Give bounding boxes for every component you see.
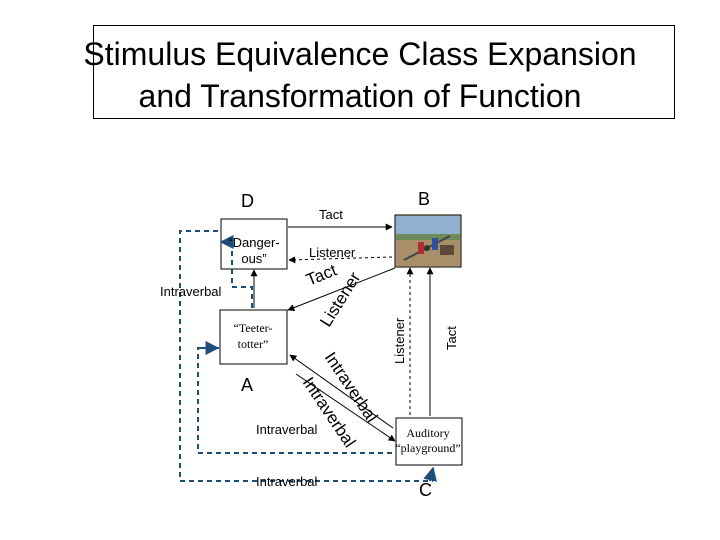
relation-lines	[250, 223, 434, 442]
node-d-text-1: “Danger-	[228, 235, 279, 250]
title-line-1: Stimulus Equivalence Class Expansion	[83, 36, 637, 72]
node-c-text-2: “playground”	[395, 441, 460, 455]
node-d-text-2: ous”	[241, 251, 266, 266]
node-c-label: C	[419, 480, 432, 500]
title-line-2: and Transformation of Function	[138, 78, 582, 114]
node-c-box	[395, 417, 463, 466]
dashed-arrow-c	[423, 466, 437, 482]
edge-listener-vertical: Listener	[392, 317, 407, 364]
node-a-label: A	[241, 375, 253, 395]
edge-listener-top: Listener	[309, 245, 356, 260]
node-a-box	[219, 309, 288, 365]
edge-tact-top: Tact	[319, 207, 343, 222]
playground-photo-icon	[394, 214, 462, 268]
node-b-label: B	[418, 189, 430, 209]
title-box	[93, 25, 675, 119]
node-a-text-2: totter”	[238, 337, 269, 351]
edge-intraverbal-bottom-2: Intraverbal	[256, 474, 318, 489]
node-a-text-1: “Teeter-	[234, 321, 273, 335]
edge-intraverbal-bottom-1: Intraverbal	[256, 422, 318, 437]
node-c-text-1: Auditory	[406, 426, 449, 440]
edge-tact-vertical: Tact	[444, 326, 459, 350]
node-d-label: D	[241, 191, 254, 211]
edge-tact-diag: Tact	[303, 260, 339, 289]
edge-intraverbal-left: Intraverbal	[160, 284, 222, 299]
